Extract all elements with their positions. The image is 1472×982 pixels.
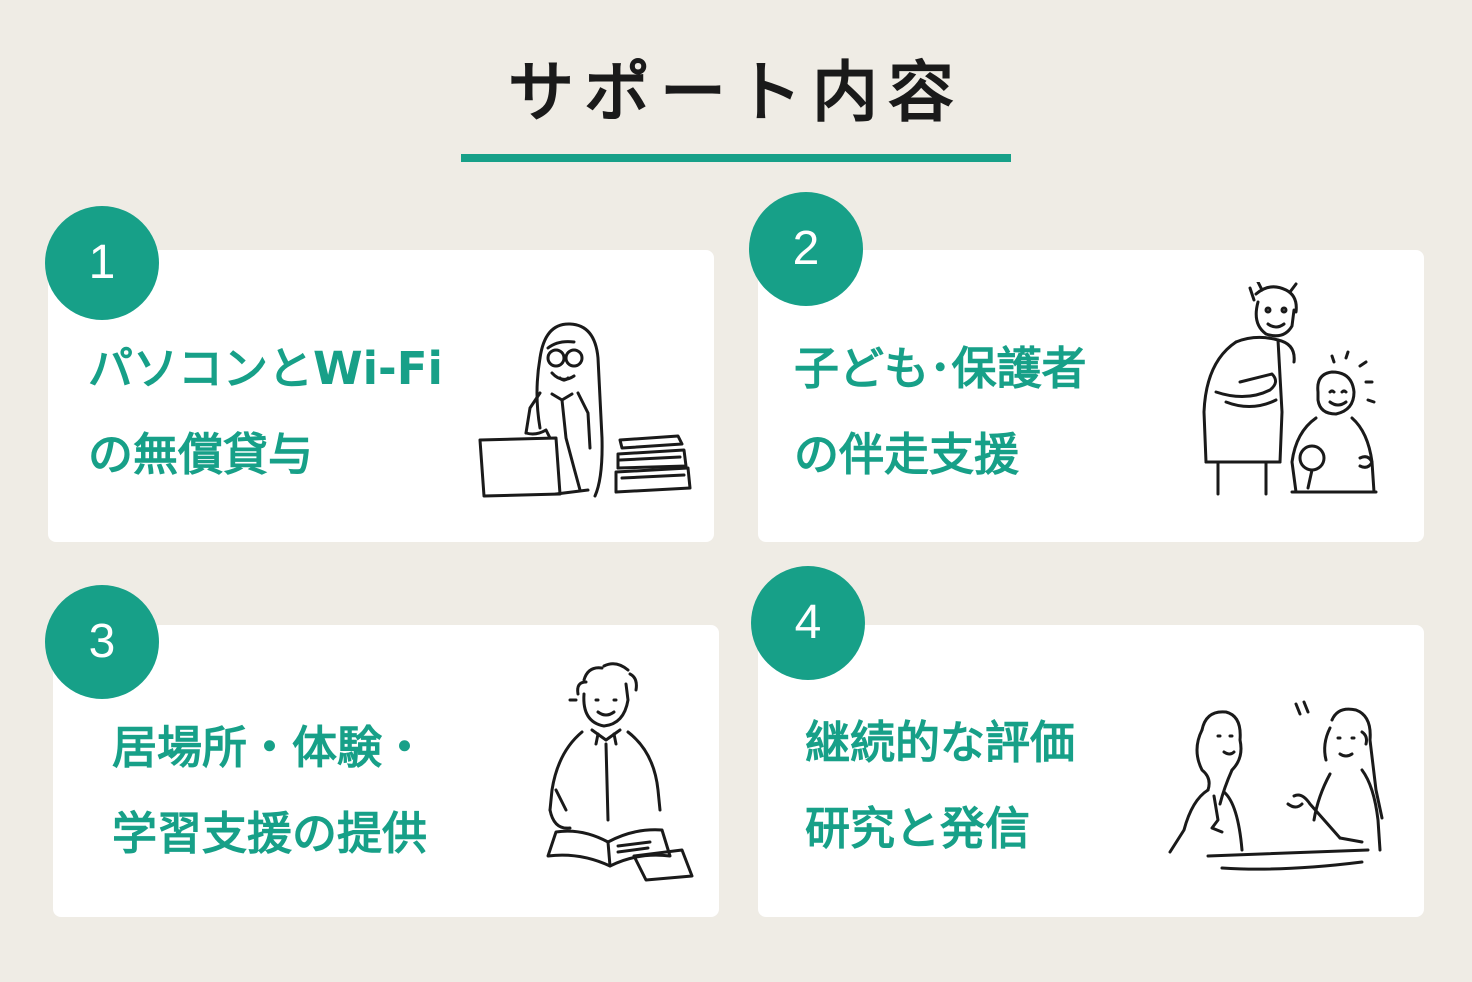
card-3-text: 居場所・体験・ 学習支援の提供 (112, 705, 427, 877)
support-card-1 (48, 250, 714, 542)
card-4-text: 継続的な評価 研究と発信 (805, 700, 1075, 872)
adult-and-child-illustration (1196, 282, 1386, 500)
card-3-line1: 居場所・体験・ (112, 721, 428, 774)
card-1-line1: パソコンとWi-Fi (88, 342, 443, 395)
number-badge-2: 2 (749, 192, 863, 306)
card-1-text: パソコンとWi-Fi の無償貸与 (88, 326, 443, 498)
page-title: サポート内容 (508, 54, 964, 131)
card-4-line1: 継続的な評価 (805, 716, 1076, 769)
title-underline (461, 154, 1011, 162)
two-women-talking-illustration (1162, 700, 1408, 880)
card-1-line2: の無償貸与 (88, 428, 314, 481)
card-3-line2: 学習支援の提供 (112, 807, 428, 860)
number-badge-3: 3 (45, 585, 159, 699)
card-2-line1: 子ども･保護者 (794, 342, 1087, 395)
card-4-line2: 研究と発信 (805, 802, 1031, 855)
number-badge-1: 1 (45, 206, 159, 320)
child-studying-illustration (542, 660, 704, 882)
card-2-text: 子ども･保護者 の伴走支援 (794, 326, 1087, 498)
woman-with-laptop-illustration (470, 318, 695, 503)
number-badge-4: 4 (751, 566, 865, 680)
card-2-line2: の伴走支援 (794, 428, 1020, 481)
